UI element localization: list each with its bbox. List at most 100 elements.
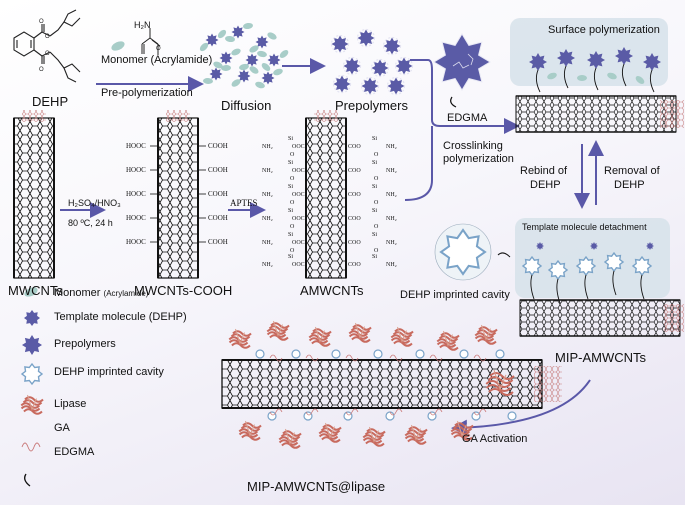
ga-linker [429, 408, 443, 416]
amwcnt-vertical [305, 110, 347, 279]
detached-cavity [603, 251, 625, 273]
nh2-label: NH₂ [262, 168, 273, 174]
si-right-label: Si [372, 160, 378, 166]
ooc-label: OOC [292, 240, 305, 246]
lipase-enzyme [238, 420, 262, 441]
ga-linker [473, 354, 487, 362]
cooh-left-label: HOOC [126, 214, 146, 222]
prepolymer-star [357, 29, 375, 47]
template-detachment-panel [515, 218, 670, 298]
monomer-drop [607, 72, 617, 80]
lipase-enzyme [318, 422, 342, 443]
ga-linker [389, 354, 403, 362]
edgma-label: EDGMA [447, 112, 488, 124]
coo-label: COO [348, 216, 361, 222]
prepolymer-star [343, 57, 361, 75]
cooh-right-label: COOH [208, 214, 228, 222]
amwcnts-label: AMWCNTs [300, 283, 364, 298]
monomer-drop [547, 72, 557, 80]
dehp-label: DEHP [32, 94, 69, 109]
prepolymer-star [267, 53, 281, 67]
o-left-label: O [290, 176, 295, 182]
ga-lipase-shape [485, 369, 515, 396]
prepolymers-label: Prepolymers [335, 98, 408, 113]
nh2-right-label: NH₂ [386, 168, 397, 174]
surface-tether [649, 69, 655, 93]
ga-linker [473, 408, 487, 416]
monomer-drop [243, 22, 253, 30]
si-right-label: Si [372, 232, 378, 238]
prepolymer-star [237, 69, 251, 83]
coo-label: COO [348, 168, 361, 174]
legend-prepolymer-icon [22, 335, 42, 355]
surface-cavity [267, 411, 277, 421]
diffusion-cluster [199, 22, 289, 89]
prepolymer-star [255, 35, 269, 49]
legend-monomer-text: Monomer [54, 287, 101, 299]
ooc-label: OOC [292, 144, 305, 150]
svg-text:O: O [45, 51, 50, 57]
o-right-label: O [374, 176, 379, 182]
surface-cavity [507, 411, 517, 421]
diffusion-label: Diffusion [221, 98, 272, 113]
o-right-label: O [374, 152, 379, 158]
surface-cavity [291, 349, 301, 359]
ga-linker [345, 354, 359, 362]
monomer-drop [249, 66, 259, 74]
legend-lipase-icon [20, 394, 44, 415]
ooc-label: OOC [292, 262, 305, 268]
prepolymer-star [261, 71, 275, 85]
nh2-right-label: NH₂ [386, 240, 397, 246]
lipase-enzyme [436, 330, 460, 351]
monomer-drop [221, 64, 231, 72]
mwcnt-cooh-vertical [157, 110, 199, 279]
cooh-right-label: COOH [208, 142, 228, 150]
edgma-prepolymer-zoom [433, 33, 491, 108]
monomer-drop [577, 75, 587, 81]
surface-polymerization-panel [510, 18, 668, 86]
detached-cavity [631, 255, 653, 277]
mwcnts-cooh-label: MWCNTs-COOH [134, 283, 233, 298]
detached-cavities [521, 242, 654, 304]
ga-linker [269, 408, 283, 416]
legend-edgma-icon [24, 473, 31, 487]
final-nanotube [221, 359, 562, 409]
prepolymer-shell [386, 76, 406, 96]
surface-star [587, 51, 605, 69]
monomer-drop [249, 45, 259, 53]
nh2-label: NH₂ [262, 144, 273, 150]
nh2-right-label: NH₂ [386, 216, 397, 222]
monomer-drop [279, 50, 289, 58]
o-right-label: O [374, 248, 379, 254]
mip-nanotube-bottom [519, 299, 684, 337]
detached-cavity [547, 259, 569, 281]
removal-label-2: DEHP [614, 179, 645, 191]
final-decorations [228, 320, 517, 449]
surface-star [643, 53, 661, 71]
monomer-drop [239, 63, 249, 71]
cooh-left-label: HOOC [126, 166, 146, 174]
monomer-drop-icon [111, 41, 125, 51]
mip-nanotube-top [515, 95, 684, 133]
prepolymerization-label: Pre-polymerization [101, 87, 193, 99]
surface-cavity [495, 349, 505, 359]
monomer-drop [267, 32, 277, 40]
prepolymer-star [209, 67, 223, 81]
prepolymer-star [371, 59, 389, 77]
surface-cavity [373, 349, 383, 359]
nh2-right-label: NH₂ [386, 192, 397, 198]
acid-label: H₂SO₄/HNO₃ [68, 198, 121, 208]
prepolymer-star [333, 75, 351, 93]
lipase-enzyme [362, 426, 386, 447]
legend-ga-icon [21, 442, 41, 452]
ga-activation-label: GA Activation [462, 433, 528, 445]
monomer-drop [257, 50, 267, 58]
lipase-enzyme [266, 320, 290, 341]
prepolymer-star [205, 33, 219, 47]
si-right-label: Si [372, 136, 378, 142]
cavity-tether [584, 274, 589, 300]
prepolymer-shell [330, 34, 350, 54]
released-template [590, 242, 598, 250]
mwcnts-label: MWCNTs [8, 283, 63, 298]
si-right-label: Si [372, 184, 378, 190]
